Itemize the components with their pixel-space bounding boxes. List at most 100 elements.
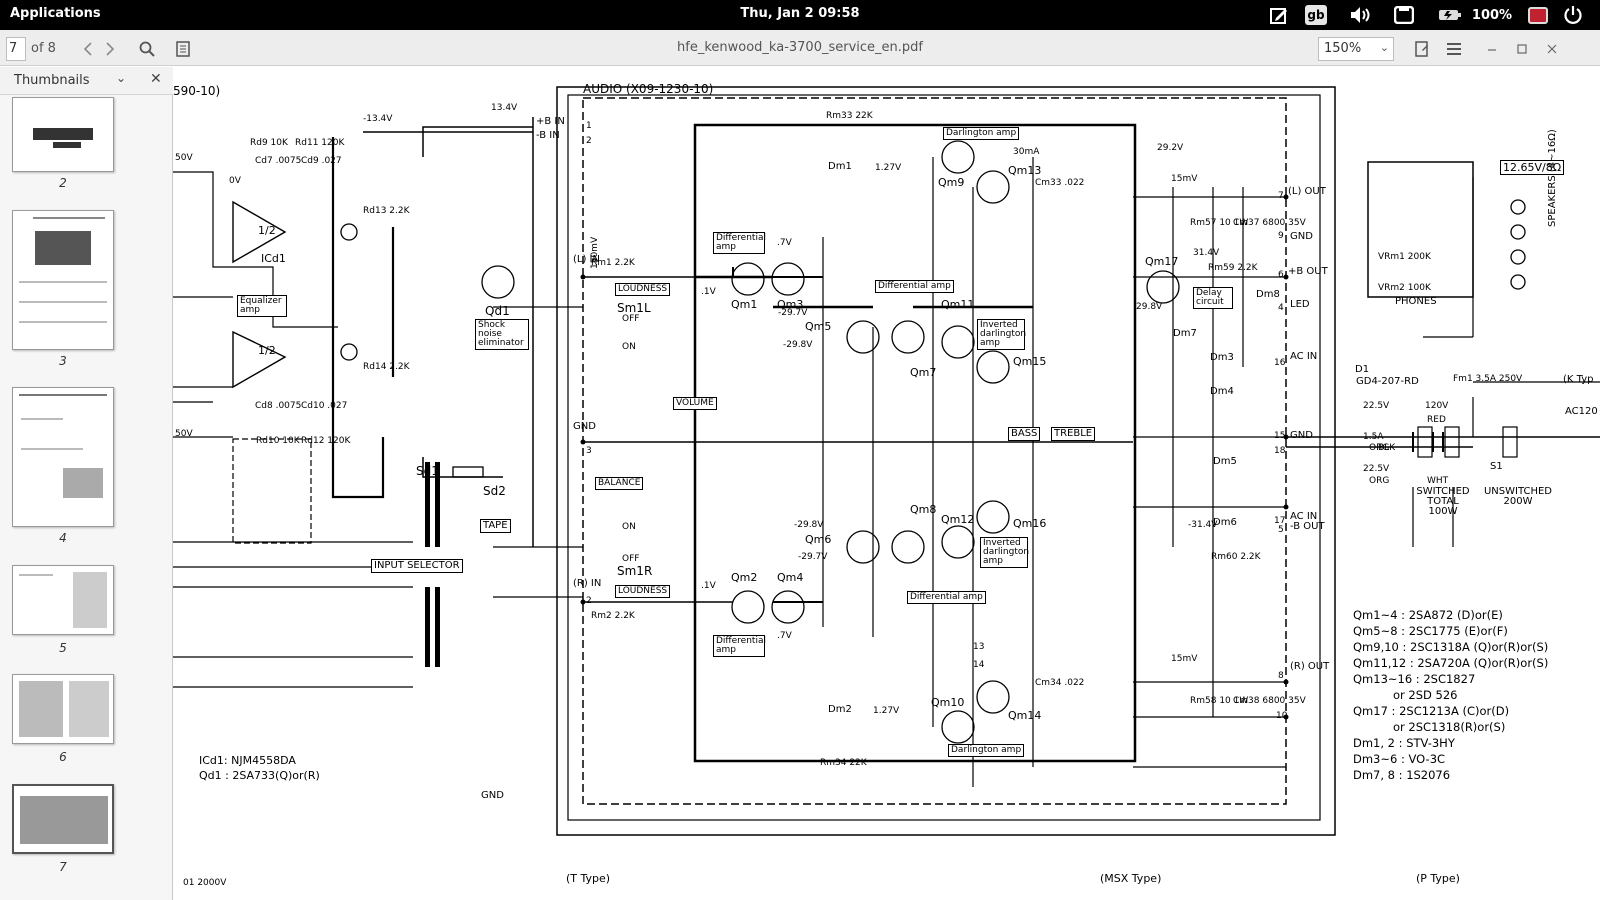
- keyboard-layout-indicator[interactable]: gb: [1305, 5, 1327, 25]
- transistor-label: Qm3: [777, 298, 804, 311]
- zoom-value: 150%: [1324, 41, 1362, 56]
- transistor-label: Qm16: [1013, 517, 1047, 530]
- next-page-icon[interactable]: [98, 37, 122, 61]
- qd-note: Qd1 : 2SA733(Q)or(R): [199, 769, 320, 782]
- l-out-label: (L) OUT: [1288, 186, 1326, 197]
- phones-label: PHONES: [1395, 296, 1437, 307]
- l-in-label: (L) IN: [573, 254, 600, 265]
- page-number-input[interactable]: 7: [6, 37, 26, 61]
- power-icon[interactable]: [1562, 5, 1584, 25]
- darlington-amp-label: Darlington amp: [948, 744, 1025, 757]
- terminal-label: 7: [1278, 191, 1284, 201]
- wire-color-label: WHT: [1427, 476, 1449, 486]
- list-item: Qm9,10 : 2SC1318A (Q)or(R)or(S): [1353, 640, 1549, 654]
- voltage-label: 1.5A: [1363, 432, 1384, 442]
- transistor-label: Qm5: [805, 320, 832, 333]
- section-label: 590-10): [173, 84, 221, 98]
- battery-icon[interactable]: [1437, 5, 1463, 25]
- input-selector-label: INPUT SELECTOR: [371, 559, 463, 573]
- diode-label: Dm8: [1256, 289, 1280, 300]
- sd1-label: Sd1: [416, 464, 439, 478]
- component-label: Rm58 10 1W: [1190, 696, 1249, 706]
- list-item: or 2SD 526: [1393, 688, 1458, 702]
- maximize-icon[interactable]: [1510, 37, 1534, 61]
- off-label: OFF: [622, 314, 640, 324]
- voltage-label: 22.5V: [1363, 464, 1390, 474]
- page-total: of 8: [31, 41, 56, 56]
- bookmark-page-icon[interactable]: [1410, 37, 1434, 61]
- gnd-label: GND: [1290, 430, 1313, 441]
- minimize-icon[interactable]: [1480, 37, 1504, 61]
- list-item: Dm7, 8 : 1S2076: [1353, 768, 1451, 782]
- msx-type-label: (MSX Type): [1100, 872, 1162, 885]
- close-icon[interactable]: ✕: [150, 71, 162, 87]
- search-icon[interactable]: [135, 37, 159, 61]
- sm1l-label: Sm1L: [617, 301, 651, 315]
- component-label: Cd8 .0075: [255, 401, 302, 411]
- diode-label: Dm7: [1173, 328, 1197, 339]
- terminal-label: 1: [586, 121, 592, 131]
- edit-icon[interactable]: [1268, 5, 1290, 25]
- close-icon[interactable]: [1540, 37, 1564, 61]
- diode-label: Dm3: [1210, 352, 1234, 363]
- list-item: Dm3~6 : VO-3C: [1353, 752, 1446, 766]
- ac-in-label: AC IN: [1290, 511, 1318, 522]
- chevron-down-icon[interactable]: ⌄: [116, 71, 127, 85]
- component-label: Rm33 22K: [826, 111, 873, 121]
- list-item: Qm5~8 : 2SC1775 (E)or(F): [1353, 624, 1508, 638]
- transistor-label: Qm4: [777, 571, 804, 584]
- terminal-label: 14: [973, 660, 985, 670]
- voltage-label: -29.8V: [794, 520, 824, 530]
- component-label: Rm1 2.2K: [591, 258, 635, 268]
- previous-page-icon[interactable]: [76, 37, 100, 61]
- volume-icon[interactable]: [1350, 5, 1372, 25]
- tape-label: TAPE: [480, 519, 511, 533]
- sidebar-header: Thumbnails ⌄ ✕: [0, 67, 173, 95]
- sidebar-title[interactable]: Thumbnails: [14, 73, 90, 88]
- voltage-label: .1V: [701, 287, 716, 297]
- transistor-label: Qm1: [731, 298, 758, 311]
- voltage-label: 1.27V: [875, 163, 902, 173]
- thumbnail-page-7[interactable]: [12, 784, 114, 854]
- terminal-label: 15: [1274, 431, 1286, 441]
- thumbnail-page-3[interactable]: [12, 210, 114, 350]
- document-view[interactable]: 590-10) AUDIO (X09-1230-10) ICd1 1/2 1/2…: [173, 67, 1600, 900]
- battery-percentage: 100%: [1471, 7, 1513, 23]
- voltage-label: -31.4V: [1188, 520, 1218, 530]
- zoom-select[interactable]: 150%⌄: [1318, 37, 1394, 61]
- diode-label: Dm6: [1213, 517, 1237, 528]
- darlington-amp-label: Darlington amp: [943, 127, 1020, 140]
- transistor-label: Qm14: [1008, 709, 1042, 722]
- applications-menu[interactable]: Applications: [10, 6, 101, 21]
- thumbnail-page-5[interactable]: [12, 565, 114, 635]
- diode-label: D1: [1355, 364, 1370, 375]
- gnd-label: GND: [1290, 231, 1313, 242]
- thumbnail-page-6[interactable]: [12, 674, 114, 744]
- terminal-label: 3: [586, 446, 592, 456]
- voltage-label: 1.27V: [873, 706, 900, 716]
- transistor-label: Qm11: [941, 298, 975, 311]
- component-label: Rm59 2.2K: [1208, 263, 1258, 273]
- transistor-label: Qm8: [910, 503, 937, 516]
- voltage-label: 29.2V: [1157, 143, 1184, 153]
- thumbnail-label: 6: [59, 750, 67, 764]
- component-label: VRm1 200K: [1378, 252, 1431, 262]
- menu-icon[interactable]: [1442, 37, 1466, 61]
- voltage-label: 50V: [175, 429, 193, 439]
- record-icon[interactable]: [1527, 5, 1549, 25]
- screenshot-icon[interactable]: [1393, 5, 1415, 25]
- on-label: ON: [622, 342, 636, 352]
- thumbnail-page-2[interactable]: [12, 97, 114, 172]
- diode-label: Dm2: [828, 704, 852, 715]
- b-out-label: +B OUT: [1288, 266, 1328, 277]
- ic-label: ICd1: [261, 252, 286, 265]
- voltage-label: 15mV: [1171, 654, 1198, 664]
- thumbnail-page-4[interactable]: [12, 387, 114, 527]
- qd1-label: Qd1: [485, 304, 510, 318]
- p-type-label: (P Type): [1416, 872, 1460, 885]
- b-in-label: +B IN: [536, 116, 565, 127]
- list-item: Dm1, 2 : STV-3HY: [1353, 736, 1455, 750]
- annotations-icon[interactable]: [171, 37, 195, 61]
- volume-label: VOLUME: [673, 397, 717, 410]
- voltage-label: 30mA: [1013, 147, 1040, 157]
